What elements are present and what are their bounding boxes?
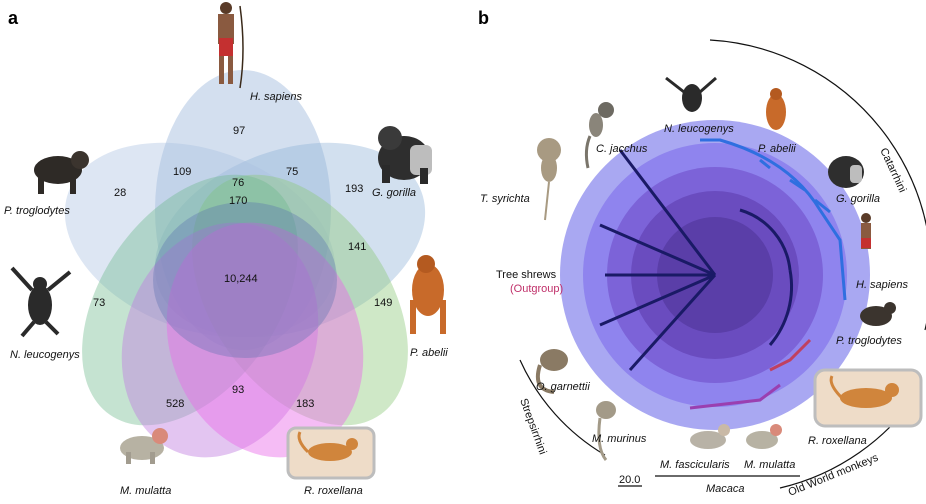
- label-t-syrichta: T. syrichta: [480, 193, 530, 205]
- label-tree-shrews: Tree shrews: [496, 269, 557, 281]
- venn-petal-g-gorilla: [154, 142, 426, 338]
- count-p-abelii-unique: 149: [374, 297, 392, 309]
- label-p-abelii: P. abelii: [410, 347, 448, 359]
- count-h-sapiens-unique: 97: [233, 125, 245, 137]
- count-g-gorilla-unique: 193: [345, 183, 363, 195]
- label-strepsirrhini: Strepsirrhini: [517, 397, 548, 456]
- human-illustration: [218, 2, 244, 89]
- venn-petal-p-abelii: [192, 174, 408, 426]
- human-b-illustration: [861, 213, 871, 249]
- count-170: 170: [229, 195, 247, 207]
- label-outgroup-note: (Outgroup): [510, 283, 563, 295]
- count-r-roxellana-unique: 183: [296, 398, 314, 410]
- panel-a-letter: a: [8, 8, 19, 28]
- macaque-illustration: [120, 428, 168, 464]
- label-c-jacchus: C. jacchus: [596, 143, 648, 155]
- label-catarrhini: Catarrhini: [877, 146, 908, 194]
- gibbon-illustration: [10, 266, 72, 338]
- label-r-roxellana: R. roxellana: [304, 485, 363, 497]
- chimpanzee-b-illustration: [860, 302, 896, 326]
- label-p-troglodytes: P. troglodytes: [4, 205, 70, 217]
- panel-b-letter: b: [478, 8, 489, 28]
- venn-petal-m-mulatta: [121, 222, 319, 458]
- label-o-garnettii: O. garnettii: [536, 381, 590, 393]
- label-m-murinus: M. murinus: [592, 433, 647, 445]
- count-p-troglodytes-unique: 28: [114, 187, 126, 199]
- galago-illustration: [535, 349, 568, 394]
- count-141: 141: [348, 241, 366, 253]
- gorilla-illustration: [378, 126, 432, 184]
- orangutan-illustration: [410, 255, 446, 334]
- label-h-sapiens-b: H. sapiens: [856, 279, 908, 291]
- label-h-sapiens: H. sapiens: [250, 91, 302, 103]
- label-macaca: Macaca: [706, 483, 745, 495]
- label-n-leucogenys: N. leucogenys: [10, 349, 80, 361]
- snub-nosed-monkey-illustration: [286, 426, 376, 480]
- label-g-gorilla: G. gorilla: [372, 187, 416, 199]
- gorilla-b-illustration: [828, 156, 864, 188]
- crab-eating-macaque-illustration: [690, 424, 730, 449]
- orangutan-b-illustration: [766, 88, 786, 130]
- label-p-abelii-b: P. abelii: [758, 143, 796, 155]
- mouse-lemur-illustration: [596, 401, 616, 461]
- count-n-leucogenys-unique: 73: [93, 297, 105, 309]
- label-g-gorilla-b: G. gorilla: [836, 193, 880, 205]
- count-core-shared: 10,244: [224, 273, 258, 285]
- count-m-mulatta-unique: 528: [166, 398, 184, 410]
- gibbon-b-illustration: [665, 76, 717, 112]
- count-76: 76: [232, 177, 244, 189]
- label-m-fascicularis: M. fascicularis: [660, 459, 730, 471]
- count-109: 109: [173, 166, 191, 178]
- label-old-world-monkeys: Old World monkeys: [787, 452, 881, 499]
- count-93: 93: [232, 384, 244, 396]
- scale-bar-label: 20.0: [619, 474, 640, 486]
- venn-petal-p-troglodytes: [64, 142, 336, 338]
- chimpanzee-illustration: [34, 151, 89, 194]
- venn-core-overlap: [153, 202, 337, 358]
- label-n-leucogenys-b: N. leucogenys: [664, 123, 734, 135]
- venn-diagram: [64, 70, 426, 458]
- phylogeny-branches: [599, 138, 847, 410]
- tarsier-illustration: [537, 138, 561, 221]
- marmoset-illustration: [584, 102, 614, 169]
- rhesus-macaque-b-illustration: [746, 424, 782, 449]
- snub-nosed-monkey-b-illustration: [813, 368, 923, 428]
- label-r-roxellana-b: R. roxellana: [808, 435, 867, 447]
- venn-petal-h-sapiens: [155, 70, 331, 350]
- label-p-troglodytes-b: P. troglodytes: [836, 335, 902, 347]
- label-m-mulatta-b: M. mulatta: [744, 459, 795, 471]
- venn-petal-n-leucogenys: [82, 174, 298, 426]
- count-75: 75: [286, 166, 298, 178]
- venn-petal-r-roxellana: [166, 222, 364, 458]
- label-m-mulatta: M. mulatta: [120, 485, 171, 497]
